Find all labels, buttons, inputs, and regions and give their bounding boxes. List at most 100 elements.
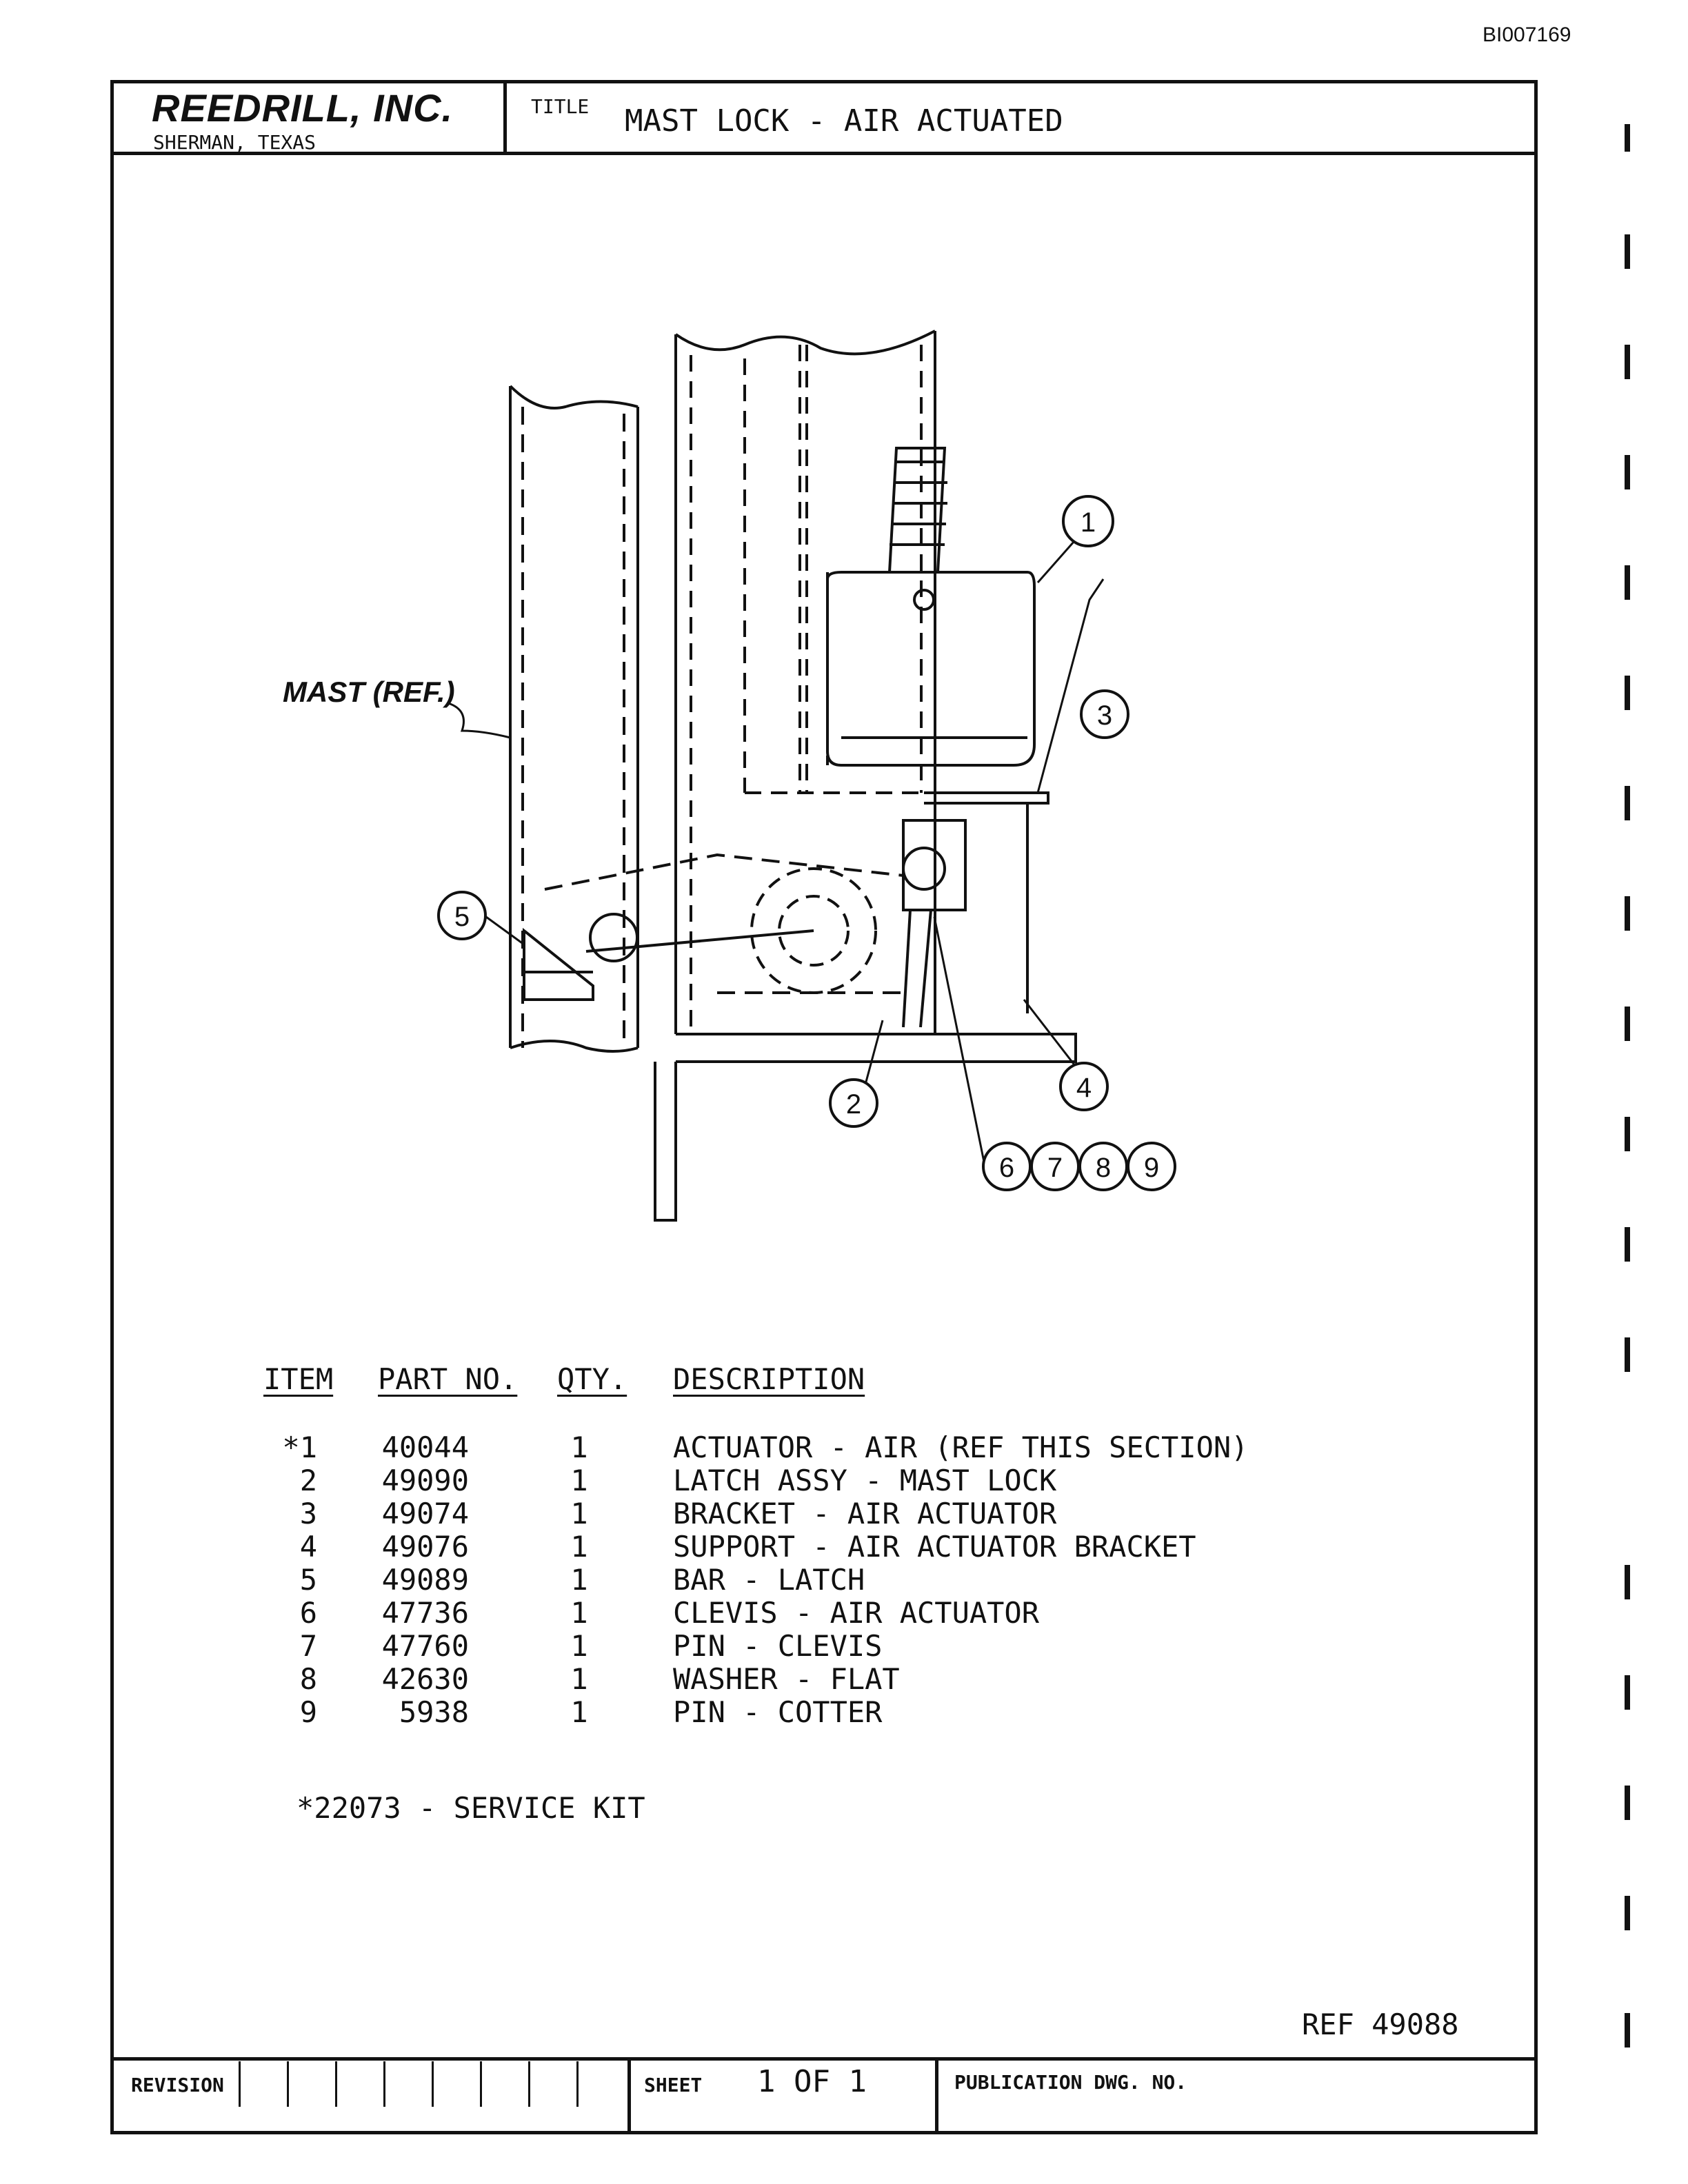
parts-row-desc: PIN - CLEVIS <box>673 1629 883 1663</box>
binder-mark <box>1625 1117 1630 1151</box>
svg-text:7: 7 <box>1047 1153 1063 1183</box>
title-block-separator <box>503 80 507 154</box>
page-title: MAST LOCK - AIR ACTUATED <box>625 103 1063 139</box>
parts-row-item: 6 <box>299 1596 317 1630</box>
parts-row-qty: 1 <box>570 1497 588 1530</box>
svg-text:3: 3 <box>1097 700 1112 731</box>
revision-cell <box>480 2061 524 2107</box>
binder-mark <box>1625 234 1630 269</box>
callout-4: 4 <box>1059 1062 1109 1111</box>
svg-text:6: 6 <box>999 1153 1014 1183</box>
latch-assembly <box>523 819 967 1028</box>
header-part-no: PART NO. <box>378 1362 518 1396</box>
revision-cell <box>287 2061 331 2107</box>
title-label: TITLE <box>531 95 590 118</box>
bracket <box>924 791 1049 1013</box>
service-kit-note: *22073 - SERVICE KIT <box>297 1791 645 1825</box>
svg-text:1: 1 <box>1081 507 1096 538</box>
parts-row-qty: 1 <box>570 1530 588 1564</box>
parts-row-desc: CLEVIS - AIR ACTUATOR <box>673 1596 1040 1630</box>
parts-row-item: 5 <box>299 1563 317 1597</box>
parts-row-part: 49074 <box>381 1497 469 1530</box>
parts-row-part: 49089 <box>381 1563 469 1597</box>
binder-mark <box>1625 1007 1630 1041</box>
parts-row-qty: 1 <box>570 1695 588 1729</box>
svg-text:2: 2 <box>846 1089 861 1120</box>
mast-label: MAST (REF.) <box>283 676 455 708</box>
binder-mark <box>1625 896 1630 931</box>
parts-row-part: 47760 <box>381 1629 469 1663</box>
parts-row-desc: PIN - COTTER <box>673 1695 883 1729</box>
svg-text:9: 9 <box>1144 1153 1159 1183</box>
revision-cell <box>528 2061 572 2107</box>
drawing-frame <box>110 80 1538 2134</box>
header-description: DESCRIPTION <box>673 1362 865 1396</box>
callout-7: 7 <box>1030 1142 1080 1191</box>
parts-row-desc: WASHER - FLAT <box>673 1662 900 1696</box>
reference-number: REF 49088 <box>1302 2008 1459 2041</box>
parts-row-item: 4 <box>299 1530 317 1564</box>
parts-row-item: *1 <box>282 1430 317 1464</box>
binder-mark <box>1625 1565 1630 1599</box>
binder-mark <box>1625 2013 1630 2048</box>
binder-mark <box>1625 1786 1630 1820</box>
parts-row-part: 40044 <box>381 1430 469 1464</box>
callout-1: 1 <box>1062 495 1114 547</box>
binder-mark <box>1625 786 1630 820</box>
callout-8: 8 <box>1078 1142 1128 1191</box>
parts-row-qty: 1 <box>570 1430 588 1464</box>
binder-mark <box>1625 1896 1630 1930</box>
parts-row-part: 5938 <box>399 1695 469 1729</box>
parts-row-qty: 1 <box>570 1563 588 1597</box>
binder-mark <box>1625 1337 1630 1372</box>
parts-row-desc: SUPPORT - AIR ACTUATOR BRACKET <box>673 1530 1196 1564</box>
document-id: BI007169 <box>1483 23 1571 46</box>
parts-row-part: 42630 <box>381 1662 469 1696</box>
parts-row-item: 9 <box>299 1695 317 1729</box>
publication-separator <box>935 2057 938 2134</box>
parts-row-qty: 1 <box>570 1464 588 1497</box>
revision-cell <box>576 2061 621 2107</box>
callout-3: 3 <box>1080 689 1129 739</box>
parts-row-desc: BAR - LATCH <box>673 1563 865 1597</box>
binder-mark <box>1625 676 1630 710</box>
leader-lines <box>448 523 1105 1173</box>
svg-text:5: 5 <box>454 902 470 932</box>
parts-row-item: 3 <box>299 1497 317 1530</box>
parts-row-qty: 1 <box>570 1662 588 1696</box>
assembly-drawing: 1 3 5 4 2 6 7 8 9 <box>437 330 1176 1222</box>
parts-row-desc: ACTUATOR - AIR (REF THIS SECTION) <box>673 1430 1249 1464</box>
parts-row-desc: LATCH ASSY - MAST LOCK <box>673 1464 1057 1497</box>
callout-2: 2 <box>829 1078 878 1128</box>
binder-mark <box>1625 455 1630 489</box>
parts-row-part: 49076 <box>381 1530 469 1564</box>
binder-mark <box>1625 345 1630 379</box>
sheet-label: SHEET <box>644 2074 703 2096</box>
binder-mark <box>1625 565 1630 600</box>
parts-row-item: 8 <box>299 1662 317 1696</box>
frame-structure <box>674 330 936 1034</box>
revision-label: REVISION <box>131 2074 224 2096</box>
revision-cell <box>335 2061 379 2107</box>
company-location: SHERMAN, TEXAS <box>153 131 316 154</box>
revision-cell <box>239 2061 283 2107</box>
company-name: REEDRILL, INC. <box>152 86 454 130</box>
sheet-separator <box>627 2057 631 2134</box>
header-item: ITEM <box>263 1362 334 1396</box>
air-actuator <box>826 447 1036 767</box>
revision-cell <box>383 2061 428 2107</box>
header-qty: QTY. <box>557 1362 627 1396</box>
parts-row-item: 2 <box>299 1464 317 1497</box>
footer-divider <box>110 2057 1538 2061</box>
parts-row-qty: 1 <box>570 1596 588 1630</box>
binder-mark <box>1625 124 1630 152</box>
mast-outline <box>509 385 639 1053</box>
callout-5: 5 <box>437 891 487 940</box>
title-block-divider <box>110 152 1538 155</box>
parts-row-desc: BRACKET - AIR ACTUATOR <box>673 1497 1057 1530</box>
parts-row-part: 47736 <box>381 1596 469 1630</box>
callout-6: 6 <box>982 1142 1032 1191</box>
base-plates <box>654 1033 1077 1222</box>
parts-row-qty: 1 <box>570 1629 588 1663</box>
binder-mark <box>1625 1675 1630 1710</box>
